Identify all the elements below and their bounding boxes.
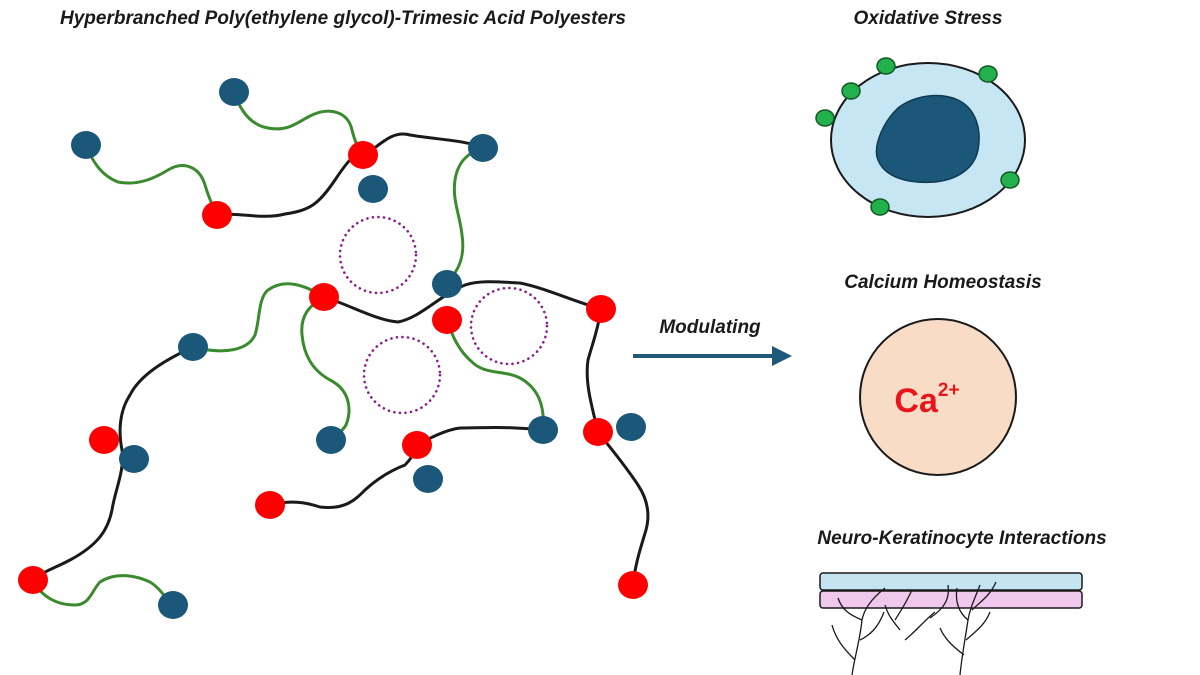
pore-ring — [362, 335, 442, 415]
nerve-fiber — [971, 581, 997, 611]
calcium-ion-label: Ca2+ — [894, 380, 959, 420]
peg-chain — [191, 282, 326, 353]
end-group — [432, 270, 462, 298]
calcium-charge: 2+ — [938, 380, 960, 401]
dermis-layer — [819, 590, 1083, 609]
end-group — [316, 426, 346, 454]
calcium-homeostasis-title: Calcium Homeostasis — [844, 272, 1041, 293]
backbone-chain — [415, 426, 545, 447]
calcium-circle — [859, 318, 1017, 476]
peg-chain — [232, 90, 365, 157]
polymer-network — [18, 78, 650, 619]
end-group — [219, 78, 249, 106]
peg-chain — [84, 143, 219, 217]
pore-ring — [338, 215, 418, 295]
end-group — [158, 591, 188, 619]
acid-node — [583, 418, 613, 446]
modulating-arrow: Modulating — [633, 317, 792, 366]
acid-node — [402, 431, 432, 459]
end-group — [358, 175, 388, 203]
cell-nucleus — [875, 94, 980, 184]
backbone-chain — [322, 280, 603, 324]
backbone-chain — [268, 443, 419, 510]
backbone-chain — [585, 307, 650, 587]
nerve-fiber — [904, 611, 936, 641]
end-group — [528, 416, 558, 444]
acid-node — [348, 141, 378, 169]
backbone-chain — [215, 132, 485, 218]
peg-chain — [445, 146, 485, 284]
nerve-fiber — [955, 587, 969, 621]
nerve-fiber — [965, 611, 991, 641]
antioxidant-dot — [841, 82, 861, 100]
skin-layers — [819, 572, 1083, 675]
acid-node — [18, 566, 48, 594]
acid-node — [202, 201, 232, 229]
modulating-label: Modulating — [659, 317, 761, 338]
pore-group — [338, 215, 549, 415]
calcium-symbol: Ca — [894, 382, 939, 420]
end-group — [178, 333, 208, 361]
antioxidant-dots — [815, 57, 1020, 216]
oxidative-stress-title: Oxidative Stress — [854, 8, 1003, 29]
antioxidant-dot — [815, 109, 835, 127]
antioxidant-dot — [978, 65, 998, 83]
acid-node — [432, 306, 462, 334]
end-group — [616, 413, 646, 441]
nerve-fiber — [837, 597, 863, 621]
neuro-keratinocyte-title: Neuro-Keratinocyte Interactions — [817, 528, 1106, 549]
peg-chains — [31, 90, 545, 607]
acid-node — [309, 283, 339, 311]
end-group — [468, 134, 498, 162]
acid-node-group — [18, 141, 648, 599]
antioxidant-dot — [1000, 171, 1020, 189]
backbone-chain — [31, 345, 195, 582]
peg-chain — [445, 318, 545, 432]
calcium-cell: Ca2+ — [859, 318, 1017, 476]
backbone-chains — [31, 132, 650, 587]
peg-chain — [300, 295, 351, 442]
end-group — [71, 131, 101, 159]
acid-node — [89, 426, 119, 454]
nerve-fiber — [831, 624, 856, 661]
nerve-fibers — [831, 581, 997, 675]
acid-node — [586, 295, 616, 323]
nerve-fiber — [929, 584, 950, 619]
nerve-fiber — [859, 611, 885, 641]
antioxidant-dot — [876, 57, 896, 75]
end-group — [413, 465, 443, 493]
peg-chain — [31, 574, 175, 607]
acid-node — [618, 571, 648, 599]
acid-node — [255, 491, 285, 519]
antioxidant-dot — [870, 198, 890, 216]
polymer-title: Hyperbranched Poly(ethylene glycol)-Trim… — [60, 8, 626, 29]
oxidative-stress-cell — [815, 57, 1026, 218]
end-group-set — [71, 78, 646, 619]
nerve-fiber — [894, 589, 913, 621]
arrow-head — [772, 346, 792, 366]
nerve-fiber — [939, 627, 965, 656]
nerve-fiber — [884, 604, 901, 631]
pore-ring — [469, 286, 549, 366]
end-group — [119, 445, 149, 473]
keratinocyte-layer — [819, 572, 1083, 591]
